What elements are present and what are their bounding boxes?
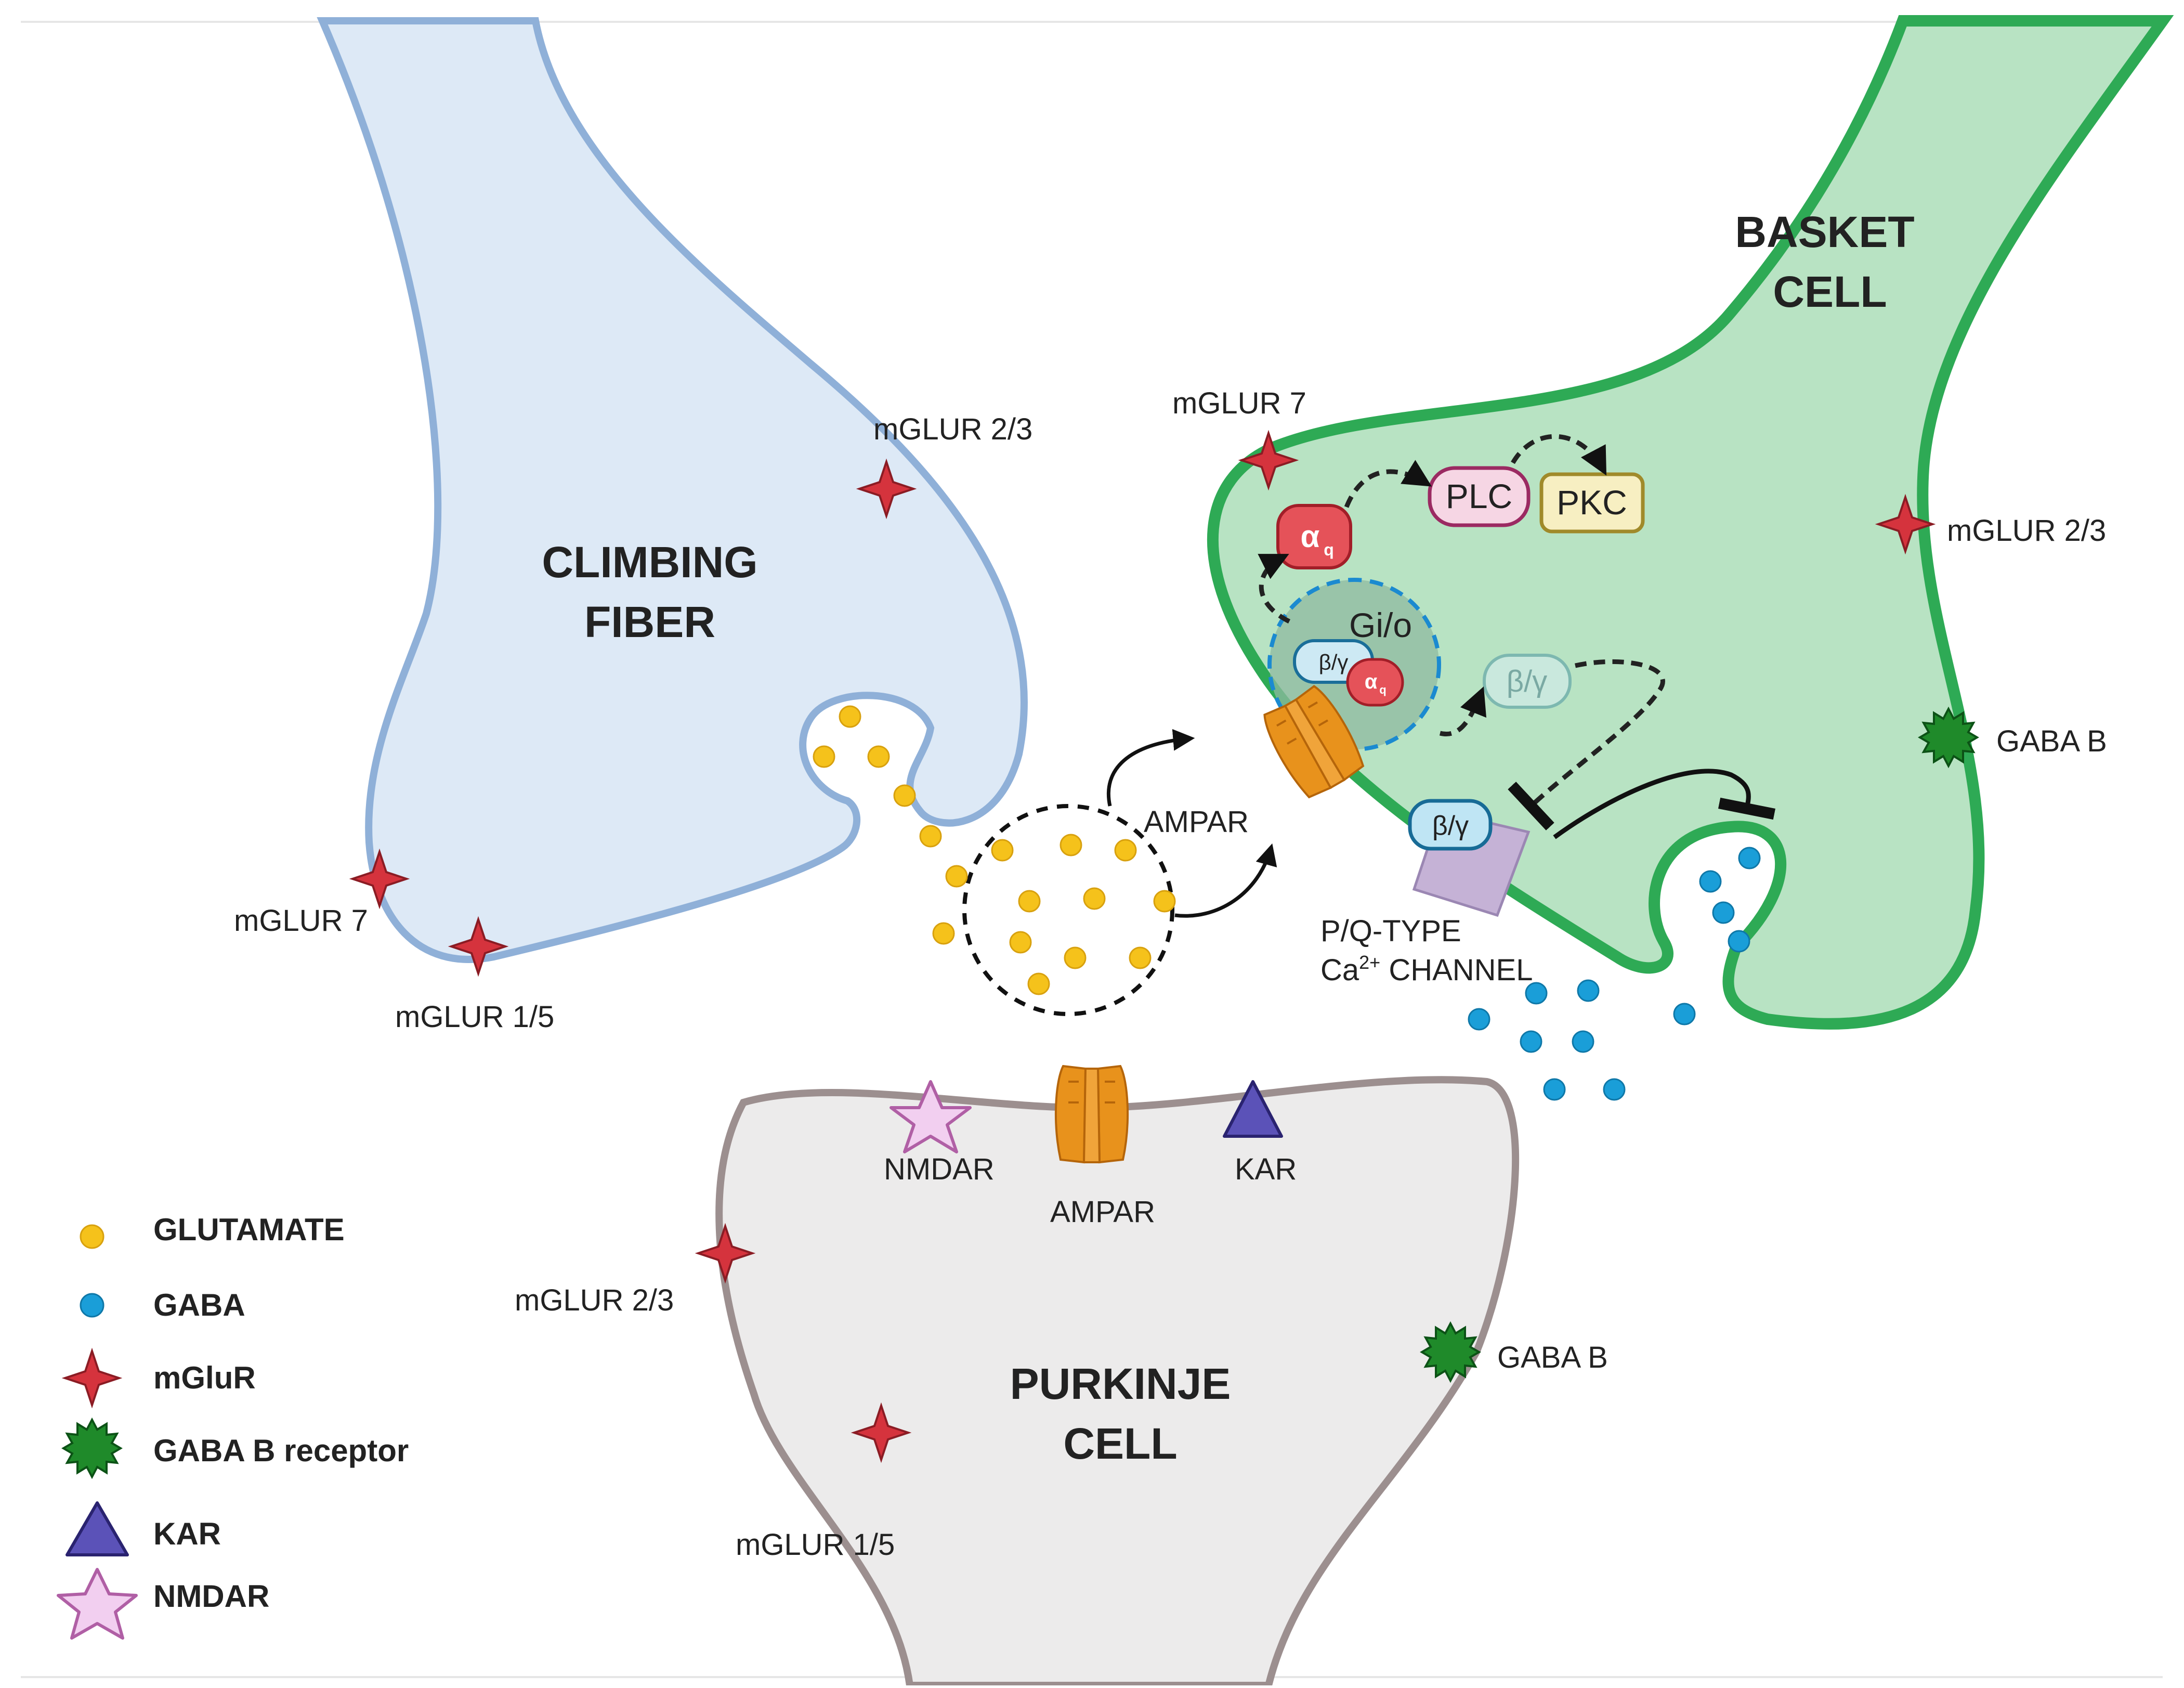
glutamate-dot xyxy=(839,705,861,728)
glutamate-dot xyxy=(1064,946,1087,969)
pk-nmdar-icon xyxy=(890,1080,972,1153)
glutamate-dot xyxy=(1129,946,1152,969)
legend-label-nmdar: NMDAR xyxy=(153,1579,269,1614)
kar-icon xyxy=(66,1501,129,1556)
gio-beta-gamma-label: β/γ xyxy=(1319,650,1349,674)
gaba-dot xyxy=(1543,1078,1566,1101)
legend-label-glutamate: GLUTAMATE xyxy=(153,1212,345,1247)
gaba-dot xyxy=(1712,901,1735,924)
basket-cell-shape xyxy=(1207,15,2174,1030)
glutamate-molecules xyxy=(813,705,1176,995)
glutamate-dot xyxy=(893,784,916,807)
pq-channel-label-1: P/Q-TYPE xyxy=(1320,914,1461,948)
glutamate-icon xyxy=(80,1224,104,1249)
legend-label-mglur: mGluR xyxy=(153,1360,256,1395)
mglur-icon xyxy=(64,1350,120,1406)
glutamate-dot xyxy=(867,745,890,768)
pk-ampar-icon xyxy=(1054,1065,1129,1163)
arrow-gio-to-alphaq xyxy=(1258,554,1291,624)
gio-alpha-q xyxy=(1346,658,1404,707)
arrow-plc-to-pkc xyxy=(1511,434,1607,476)
gaba-icon xyxy=(80,1293,104,1318)
gio-alpha-q-sub: q xyxy=(1379,683,1386,696)
pk-gabab-label: GABA B xyxy=(1497,1341,1608,1374)
pk-ampar-label: AMPAR xyxy=(1050,1195,1155,1229)
arrow-vesicle-to-ampar-1 xyxy=(1106,729,1195,807)
legend-label-gaba: GABA xyxy=(153,1288,245,1322)
arrow-gio-to-betagamma xyxy=(1439,686,1487,736)
gio-label: Gi/o xyxy=(1349,606,1412,644)
plc-label: PLC xyxy=(1446,477,1512,515)
plc-box xyxy=(1428,466,1531,527)
glutamate-dot xyxy=(991,839,1014,862)
glutamate-dot xyxy=(945,865,968,888)
purkinje-cell-title-1: PURKINJE xyxy=(1010,1359,1231,1408)
pkc-label: PKC xyxy=(1557,483,1627,522)
pk-nmdar-label: NMDAR xyxy=(884,1152,995,1186)
climbing-fiber-title-2: FIBER xyxy=(584,598,715,646)
bc-mglur23-label: mGLUR 2/3 xyxy=(1947,514,2106,548)
gaba-dot xyxy=(1468,1008,1490,1031)
glutamate-dot xyxy=(1027,972,1050,995)
glutamate-dot xyxy=(919,825,942,848)
pq-channel-rest: CHANNEL xyxy=(1380,953,1533,987)
legend: GLUTAMATE GABA mGluR GABA B receptor KAR… xyxy=(57,1212,409,1640)
pq-channel-label-2: Ca2+ CHANNEL xyxy=(1320,952,1533,987)
gaba-dot xyxy=(1728,930,1750,953)
gaba-molecules xyxy=(1468,847,1761,1101)
nmdar-icon xyxy=(57,1568,138,1640)
gaba-dot xyxy=(1577,979,1600,1002)
cf-mglur7-label: mGLUR 7 xyxy=(234,904,368,938)
glutamate-vesicle xyxy=(962,804,1174,1016)
pq-channel-ca: Ca xyxy=(1320,953,1359,987)
inhibit-channel-to-release xyxy=(1553,769,1776,839)
gaba-b-receptor-icon xyxy=(62,1419,122,1478)
legend-label-kar: KAR xyxy=(153,1516,221,1551)
alpha-q-label: α xyxy=(1301,519,1320,554)
channel-beta-gamma xyxy=(1408,799,1493,851)
glutamate-dot xyxy=(932,922,955,945)
glutamate-dot xyxy=(1114,839,1137,862)
gaba-dot xyxy=(1603,1078,1626,1101)
glutamate-dot xyxy=(1083,887,1106,910)
pk-kar-icon xyxy=(1223,1080,1283,1138)
arrow-alphaq-to-plc xyxy=(1344,460,1432,508)
basket-cell-title-2: CELL xyxy=(1773,267,1887,316)
gaba-dot xyxy=(1673,1003,1696,1025)
glutamate-dot xyxy=(1153,890,1176,913)
glutamate-dot xyxy=(813,745,835,768)
purkinje-cell-title-2: CELL xyxy=(1063,1419,1177,1468)
pk-mglur15-label: mGLUR 1/5 xyxy=(736,1528,895,1562)
arrow-vesicle-to-ampar-2 xyxy=(1174,843,1277,918)
pk-kar-label: KAR xyxy=(1235,1152,1297,1186)
gio-alpha-q-label: α xyxy=(1365,670,1378,693)
glutamate-dot xyxy=(1009,931,1032,954)
glutamate-dot xyxy=(1018,890,1041,913)
pk-mglur23-label: mGLUR 2/3 xyxy=(515,1283,674,1317)
basket-ampar-label: AMPAR xyxy=(1144,805,1249,839)
alpha-q-box xyxy=(1276,504,1352,569)
gaba-dot xyxy=(1525,982,1548,1005)
climbing-fiber-title-1: CLIMBING xyxy=(542,538,757,587)
glutamate-dot xyxy=(1060,834,1082,856)
pq-channel-sup: 2+ xyxy=(1359,952,1380,973)
free-beta-gamma-label: β/γ xyxy=(1507,665,1547,698)
gaba-dot xyxy=(1572,1030,1594,1053)
gaba-dot xyxy=(1738,847,1761,869)
cf-mglur15-label: mGLUR 1/5 xyxy=(395,1000,554,1034)
bc-mglur7-label: mGLUR 7 xyxy=(1172,386,1306,420)
legend-label-gaba-b: GABA B receptor xyxy=(153,1433,409,1468)
inhibit-betagamma-to-channel xyxy=(1508,659,1665,830)
free-beta-gamma xyxy=(1483,654,1572,709)
bc-gabab-label: GABA B xyxy=(1996,724,2107,758)
cf-mglur23-label: mGLUR 2/3 xyxy=(873,412,1032,446)
channel-beta-gamma-label: β/γ xyxy=(1432,811,1469,841)
gaba-dot xyxy=(1520,1030,1542,1053)
basket-cell-title-1: BASKET xyxy=(1735,207,1914,256)
gaba-dot xyxy=(1699,870,1722,893)
alpha-q-sub: q xyxy=(1324,540,1334,559)
climbing-fiber-shape xyxy=(317,17,1028,963)
